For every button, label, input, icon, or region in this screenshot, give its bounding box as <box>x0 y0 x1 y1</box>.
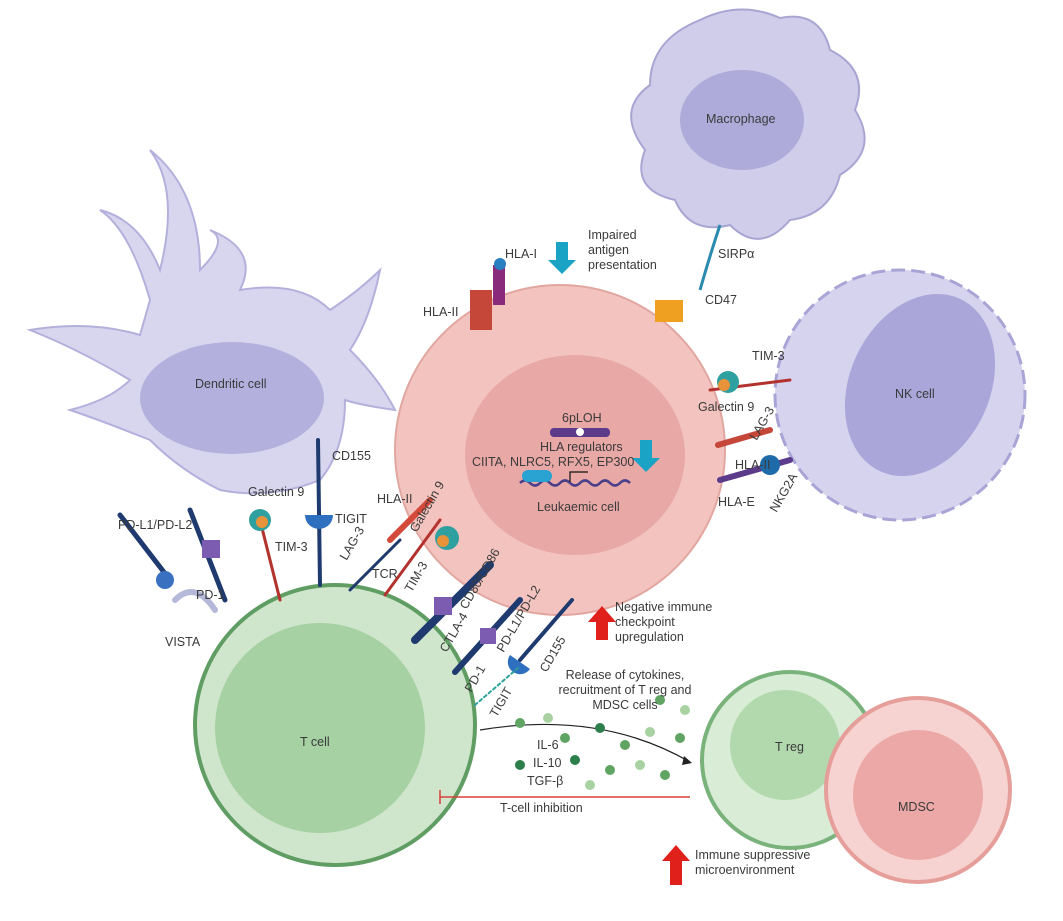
6plohlabel: 6pLOH <box>562 411 602 425</box>
macrophage-label: Macrophage <box>706 112 776 126</box>
impaired-antigen-label: Impaired antigen presentation <box>588 228 657 272</box>
dc-cd155-label: CD155 <box>332 449 371 463</box>
hla-ii-top-label: HLA-II <box>423 305 459 319</box>
dc-pd1-label: PD-1 <box>196 588 225 602</box>
nk-cell <box>773 268 1027 522</box>
leukaemic-cell <box>394 284 726 616</box>
dc-galectin9-label: Galectin 9 <box>248 485 305 499</box>
t-cell-inhibition-label: T-cell inhibition <box>500 801 583 815</box>
immune-suppressive-label: Immune suppressive microenvironment <box>695 848 811 877</box>
dendritic-cell-label: Dendritic cell <box>195 377 267 391</box>
nk-hla-ii-label: HLA-II <box>735 458 771 472</box>
sirpa-label: SIRPα <box>718 247 755 261</box>
nk-tim3-label: TIM-3 <box>752 349 785 363</box>
up-arrow-icon <box>662 845 690 885</box>
cytokine-dots <box>515 695 690 790</box>
cytokine-tgfb: TGF-β <box>527 774 564 788</box>
negative-checkpoint-label: Negative immune checkpoint upregulation <box>615 600 713 644</box>
down-arrow-icon <box>632 440 660 472</box>
hla-ii-label: HLA-II <box>377 492 413 506</box>
nk-galectin9-label: Galectin 9 <box>698 400 755 414</box>
arrows <box>439 242 692 885</box>
dendritic-cell <box>26 149 397 495</box>
dc-pdl-label: PD-L1/PD-L2 <box>118 518 193 532</box>
leukaemic-cell-label: Leukaemic cell <box>537 500 620 514</box>
hla-i-label: HLA-I <box>505 247 537 261</box>
t-cell-label: T cell <box>300 735 330 749</box>
receptor-sticks <box>117 258 793 706</box>
mdsc-cell <box>824 696 1012 884</box>
t-cell <box>193 583 477 867</box>
cytokine-release-label: Release of cytokines, recruitment of T r… <box>558 668 692 712</box>
mdsc-label: MDSC <box>898 800 935 814</box>
macrophage-cell <box>630 8 866 291</box>
treg-label: T reg <box>775 740 804 754</box>
nk-cell-label: NK cell <box>895 387 935 401</box>
nk-hla-e-label: HLA-E <box>718 495 755 509</box>
up-arrow-icon <box>588 606 616 640</box>
hla-regulators-label: HLA regulators <box>540 440 623 454</box>
cd47-label: CD47 <box>705 293 737 307</box>
vista-label: VISTA <box>165 635 201 649</box>
tcr-label: TCR <box>372 567 398 581</box>
down-arrow-icon <box>548 242 576 274</box>
cytokine-il10: IL-10 <box>533 756 562 770</box>
dc-tim3-label: TIM-3 <box>275 540 308 554</box>
cytokine-il6: IL-6 <box>537 738 559 752</box>
dc-tigit-label: TIGIT <box>335 512 367 526</box>
regulator-list: CIITA, NLRC5, RFX5, EP300 <box>472 455 635 469</box>
